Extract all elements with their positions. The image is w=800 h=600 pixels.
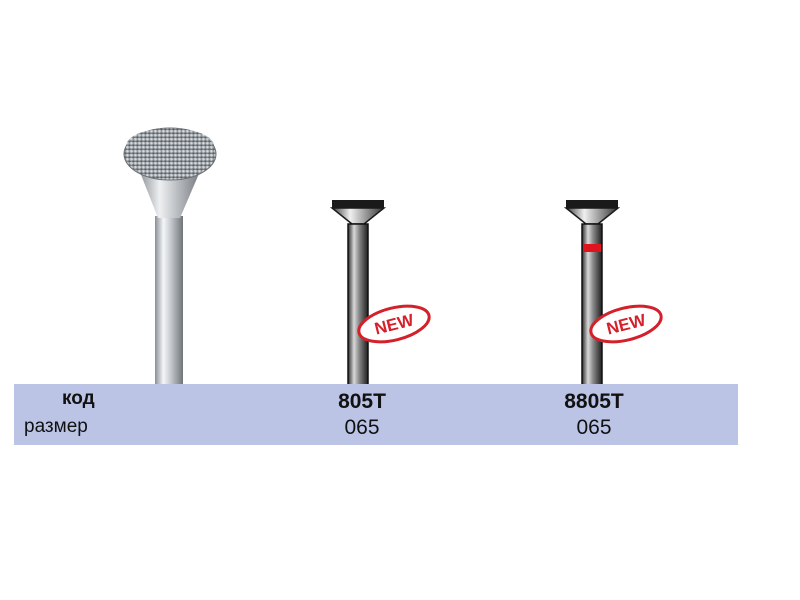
- diamond-bur-photo: [123, 127, 217, 390]
- product-code: 805T: [338, 390, 386, 413]
- product-code: 8805T: [564, 390, 624, 413]
- red-color-ring: [583, 244, 601, 252]
- info-band: [14, 384, 738, 445]
- new-badge: NEW: [357, 304, 431, 344]
- bur-schematic-8805t: [563, 200, 621, 388]
- label-code: код: [62, 388, 95, 409]
- new-badge: NEW: [589, 304, 663, 344]
- product-size: 065: [576, 416, 612, 439]
- product-size: 065: [344, 416, 380, 439]
- bur-schematic-805t: [329, 200, 387, 388]
- label-size: размер: [24, 416, 88, 437]
